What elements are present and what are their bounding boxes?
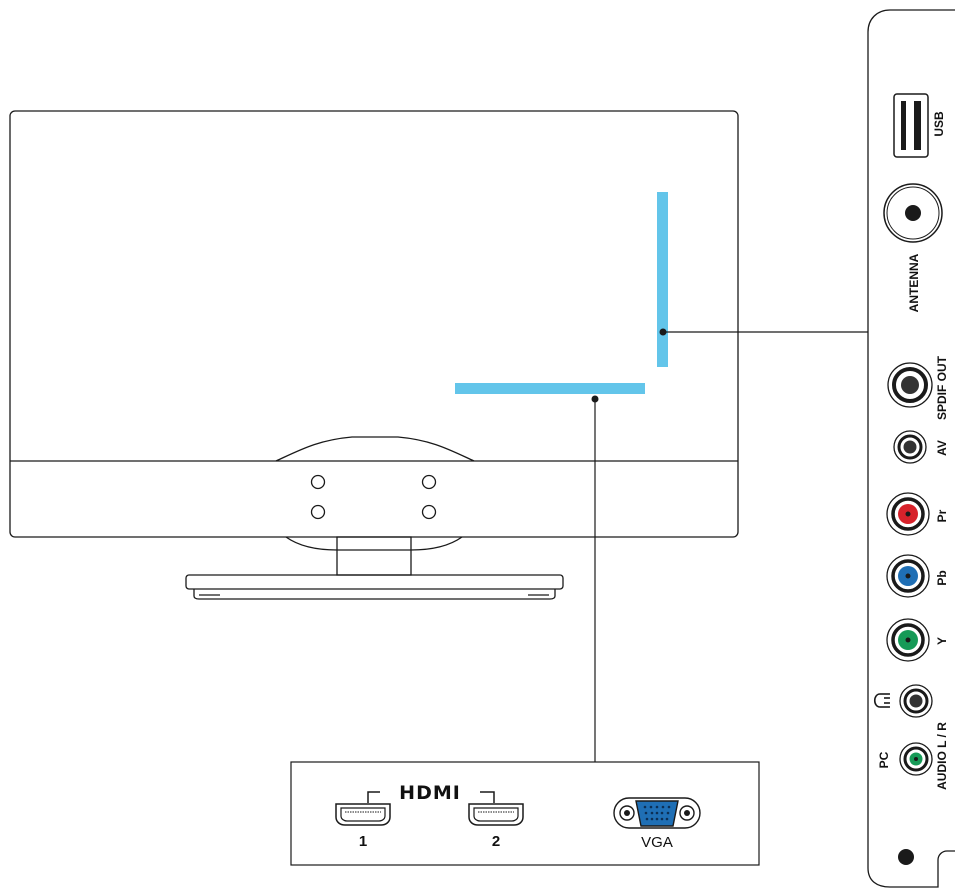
bottom-connectors-highlight <box>455 383 645 394</box>
antenna-port-ring <box>886 186 940 240</box>
pb-label: Pb <box>935 570 949 585</box>
headphone-port-center <box>909 694 923 708</box>
pr-port-pin <box>905 511 911 517</box>
tv-front-view <box>9 110 739 600</box>
vga-label: VGA <box>641 834 673 851</box>
pc-audio-port-pin <box>914 757 918 761</box>
hdmi2-port <box>468 803 524 826</box>
hdmi2-label: 2 <box>492 833 500 850</box>
spdif-out-label: SPDIF OUT <box>935 355 949 420</box>
antenna-port-pin <box>905 205 921 221</box>
hdmi-bracket-right <box>480 791 495 803</box>
spdif-out-port-center <box>901 376 919 394</box>
vga-port <box>613 797 701 829</box>
antenna-label: ANTENNA <box>907 253 921 312</box>
usb-port-tongue <box>906 101 914 150</box>
side-connectors-highlight <box>657 192 668 367</box>
mount-hole <box>421 504 437 520</box>
stand-base-foot <box>193 589 556 600</box>
leader-lines <box>594 331 868 762</box>
mount-hole <box>421 474 437 490</box>
audio-lr-label: AUDIO L / R <box>935 722 949 790</box>
y-label: Y <box>935 637 949 645</box>
av-label: AV <box>935 440 949 456</box>
bottom-leader-dot <box>591 395 599 403</box>
av-port-center <box>903 440 917 454</box>
side-connector-panel: USB ANTENNA SPDIF OUT AV Pr Pb Y <box>867 9 955 888</box>
tv-center-hump <box>275 436 475 462</box>
usb-label: USB <box>932 111 946 137</box>
mount-hole <box>310 474 326 490</box>
side-leader-dot <box>659 328 667 336</box>
mount-hole <box>310 504 326 520</box>
pc-label: PC <box>877 751 891 768</box>
stand-collar <box>285 536 463 551</box>
headphone-icon <box>873 693 890 708</box>
hdmi-logo: HDMI <box>399 782 461 804</box>
side-panel-outline <box>867 9 955 888</box>
pb-port-pin <box>905 573 911 579</box>
stand-neck <box>336 536 412 576</box>
tv-screen-bezel <box>9 110 739 538</box>
pr-label: Pr <box>935 509 949 522</box>
y-port-pin <box>905 637 911 643</box>
sensor-dot <box>898 849 914 865</box>
bottom-connector-panel: HDMI 1 2 VGA <box>290 761 760 866</box>
hdmi1-port <box>335 803 391 826</box>
hdmi-bracket-left <box>367 791 380 803</box>
stand-base <box>185 574 564 590</box>
hdmi1-label: 1 <box>359 833 367 850</box>
